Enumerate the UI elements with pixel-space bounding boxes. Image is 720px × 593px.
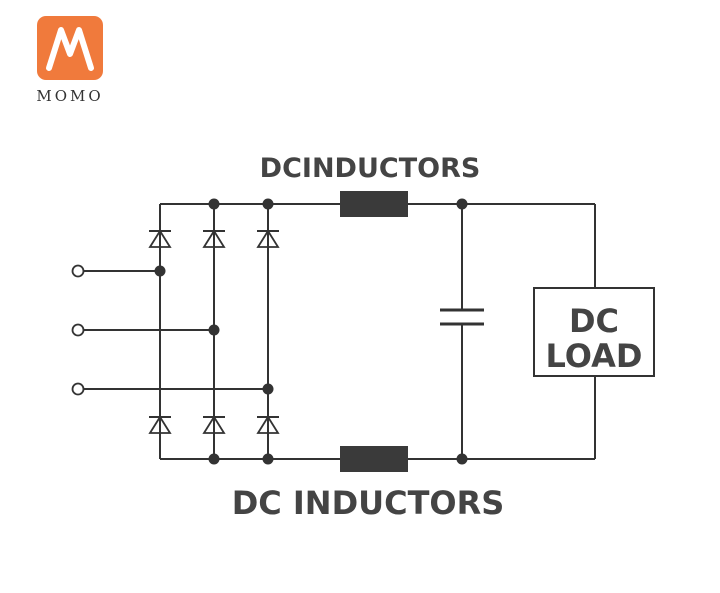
logo-tile [37, 16, 103, 80]
junction-input-3 [262, 383, 274, 395]
bottom-inductor [340, 446, 408, 472]
junction-input-2 [208, 324, 220, 336]
input-terminals [71, 264, 85, 396]
diode-lower-2 [202, 413, 226, 437]
logo-text: MOMO [36, 87, 104, 105]
input-terminal-1 [71, 264, 85, 278]
input-terminal-3 [71, 382, 85, 396]
top-inductor-label: DCINDUCTORS [260, 153, 481, 184]
input-terminal-2 [71, 323, 85, 337]
capacitor [440, 308, 484, 326]
lower-diodes [148, 413, 280, 437]
diode-upper-2 [202, 227, 226, 251]
junction-input-1 [154, 265, 166, 277]
upper-diodes [148, 227, 280, 251]
top-inductor [340, 191, 408, 217]
load-label-line-2: LOAD [546, 337, 643, 375]
junction-bottom-2 [208, 453, 220, 465]
junction-top-2 [208, 198, 220, 210]
diode-upper-1 [148, 227, 172, 251]
junction-bottom-3 [262, 453, 274, 465]
junction-dots [154, 198, 468, 465]
diode-upper-3 [256, 227, 280, 251]
junction-bottom-capacitor [456, 453, 468, 465]
junction-top-capacitor [456, 198, 468, 210]
junction-top-3 [262, 198, 274, 210]
dc-load-box [533, 287, 655, 377]
diode-lower-3 [256, 413, 280, 437]
load-label-line-1: DC [569, 302, 619, 340]
momo-logo: MOMO [30, 14, 110, 110]
bottom-inductor-label: DC INDUCTORS [232, 484, 505, 522]
diode-lower-1 [148, 413, 172, 437]
logo-m-icon [46, 27, 94, 71]
